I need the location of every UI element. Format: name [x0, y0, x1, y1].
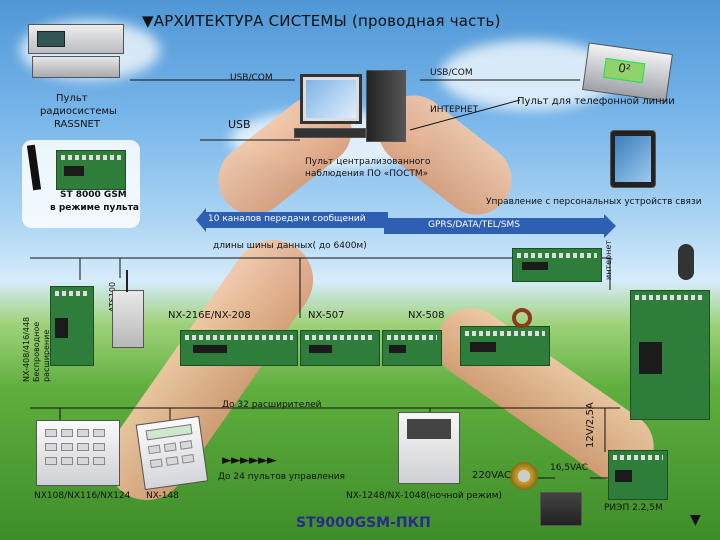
keypad-nx108-label: NX108/NX116/NX124: [34, 491, 131, 501]
expander-board: [460, 326, 550, 366]
usb-com-label: USB/COM: [430, 68, 473, 78]
arrows-decoration: ►►►►►►: [222, 453, 277, 468]
keypad-display: [407, 419, 451, 439]
keypad-nx148: [135, 415, 209, 491]
computer-tower: [366, 70, 406, 142]
wireless-label: Беспроводное: [32, 321, 41, 382]
nx507-board: [300, 330, 380, 366]
vac-16-label: 16,5VAC: [550, 463, 588, 473]
keypad-key: [77, 443, 89, 451]
keypad-key: [165, 456, 179, 466]
transformer: [510, 462, 538, 490]
display-panel: [37, 31, 65, 47]
personal-devices-label: Управление с персональных устройств связ…: [486, 197, 702, 207]
radio-console-device: [32, 56, 120, 78]
radio-console-label: RASSNET: [54, 119, 100, 130]
arrow-head-left: [196, 208, 206, 232]
monitor-screen: [306, 80, 356, 118]
monitor: [300, 74, 362, 124]
footer-title: ST9000GSM-ПКП: [296, 515, 431, 531]
nx508-label: NX-508: [408, 310, 445, 321]
phone-line-label: Пульт для телефонной линии: [517, 96, 675, 107]
keypad-key: [179, 440, 193, 450]
ats100-module: [112, 290, 144, 348]
keypad-key: [93, 457, 105, 465]
keypad-key: [61, 429, 73, 437]
main-control-panel-board: [630, 290, 710, 420]
keypad-key: [45, 429, 57, 437]
keypad-key: [149, 458, 163, 469]
ripe-label: РИЭП 2.2,5М: [604, 503, 663, 513]
nx507-label: NX-507: [308, 310, 345, 321]
gprs-label: GPRS/DATA/TEL/SMS: [428, 220, 521, 230]
internet-label: ИНТЕРНЕТ: [430, 105, 479, 115]
wireless-expander-board: [50, 286, 94, 366]
nx508-board: [382, 330, 442, 366]
power-supply-board: [608, 450, 668, 500]
radio-console-device: [28, 24, 124, 54]
keypad-key: [77, 457, 89, 465]
keypad-key: [61, 457, 73, 465]
keypad-key: [163, 442, 177, 452]
keypad-nx1248: [398, 412, 460, 484]
keypad-key: [147, 444, 161, 455]
wireless-label: NX-408/416/448: [22, 316, 31, 382]
nx216-board: [180, 330, 298, 366]
coil: [512, 308, 532, 328]
keypad-key: [93, 443, 105, 451]
remotes-label: До 24 пультов управления: [218, 472, 346, 482]
central-monitoring-label: наблюдения ПО «ПОСТМ»: [305, 169, 429, 179]
usb-com-label: USB/COM: [230, 73, 273, 83]
console-display: 0²: [602, 57, 646, 84]
gsm-label: ST 8000 GSM: [60, 190, 127, 200]
page-title: ▼АРХИТЕКТУРА СИСТЕМЫ (проводная часть): [142, 12, 501, 30]
tablet-screen: [615, 136, 651, 182]
battery: [540, 492, 582, 526]
keypad-key: [45, 443, 57, 451]
central-monitoring-label: Пульт централизованного: [305, 157, 431, 167]
keypad-key: [45, 457, 57, 465]
next-slide-arrow[interactable]: ▼: [690, 512, 701, 528]
gprs-arrow: GPRS/DATA/TEL/SMS: [384, 218, 604, 234]
keypad-nx148-label: NX-148: [146, 491, 179, 501]
keypad-key: [93, 429, 105, 437]
keyboard: [294, 128, 366, 138]
nx216-label: NX-216E/NX-208: [168, 310, 251, 321]
arrow-head-right: [604, 214, 616, 238]
keypad-nx108: [36, 420, 120, 486]
bus-length-label: длины шины данных( до 6400м): [213, 241, 367, 251]
internet-vertical-label: интернет: [604, 240, 613, 280]
vac-220-label: 220VAC: [472, 470, 511, 481]
keypad-nx1248-label: NX-1248/NX-1048(ночной режим): [346, 491, 503, 501]
radio-console-label: Пульт: [56, 93, 88, 104]
gsm-label: в режиме пульта: [50, 203, 139, 213]
channels-label: 10 каналов передачи сообщений: [208, 214, 366, 224]
keypad-display: [145, 424, 193, 441]
antenna: [126, 270, 128, 292]
channels-arrow: 10 каналов передачи сообщений: [204, 212, 388, 228]
expanders-label: До 32 расширителей: [222, 400, 322, 410]
siren: [678, 244, 694, 280]
tablet-device: [610, 130, 656, 188]
usb-label: USB: [228, 118, 251, 131]
internet-module-board: [512, 248, 602, 282]
keypad-key: [61, 443, 73, 451]
keypad-key: [181, 454, 195, 464]
volt-12v-label: 12V/2,5A: [585, 402, 596, 448]
gsm-board: [56, 150, 126, 190]
radio-console-label: радиосистемы: [40, 106, 117, 117]
keypad-key: [77, 429, 89, 437]
